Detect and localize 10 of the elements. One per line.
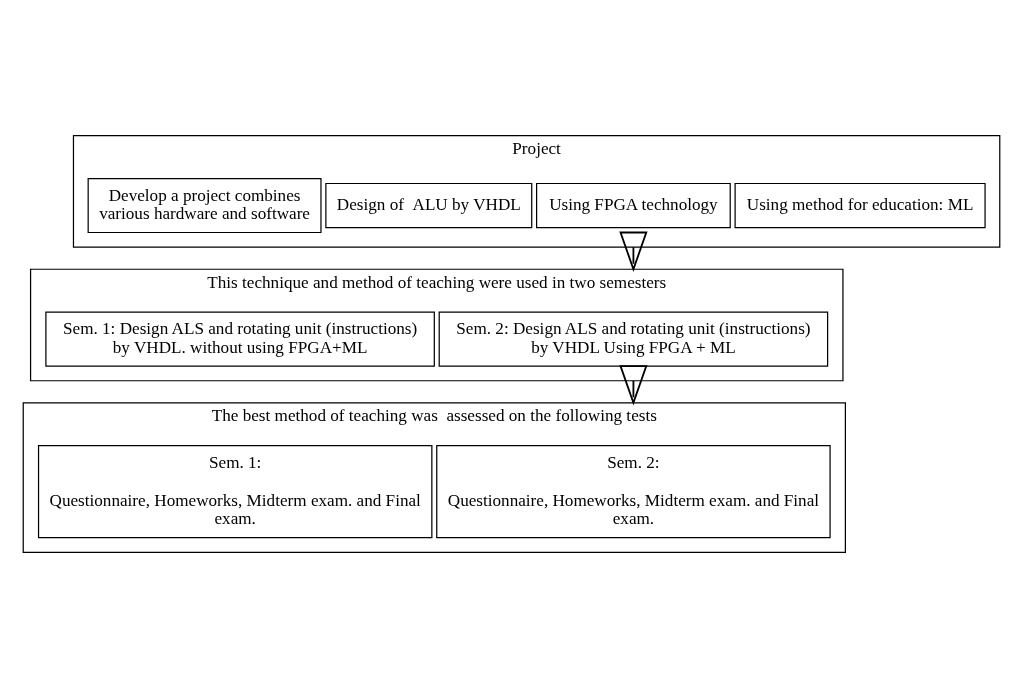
node-box: Using method for education: ML [734,182,986,228]
node-box: Sem. 2: Questionnaire, Homeworks, Midterm exam. and Final exam. [436,444,831,538]
node-box: Develop a project combines various hardware and software [87,177,322,233]
node-box: Using FPGA technology [536,182,731,228]
node-box: Sem. 1: Questionnaire, Homeworks, Midterm exam. and Final exam. [37,444,433,538]
arrow [619,231,648,272]
node-box: Sem. 1: Design ALS and rotating unit (instructions) by VHDL. without using FPGA+ML [45,311,435,367]
arrow [619,364,648,406]
node-box: Design of ALU by VHDL [325,182,533,228]
node-box: Sem. 2: Design ALS and rotating unit (instructions) by VHDL Using FPGA + ML [438,311,829,367]
